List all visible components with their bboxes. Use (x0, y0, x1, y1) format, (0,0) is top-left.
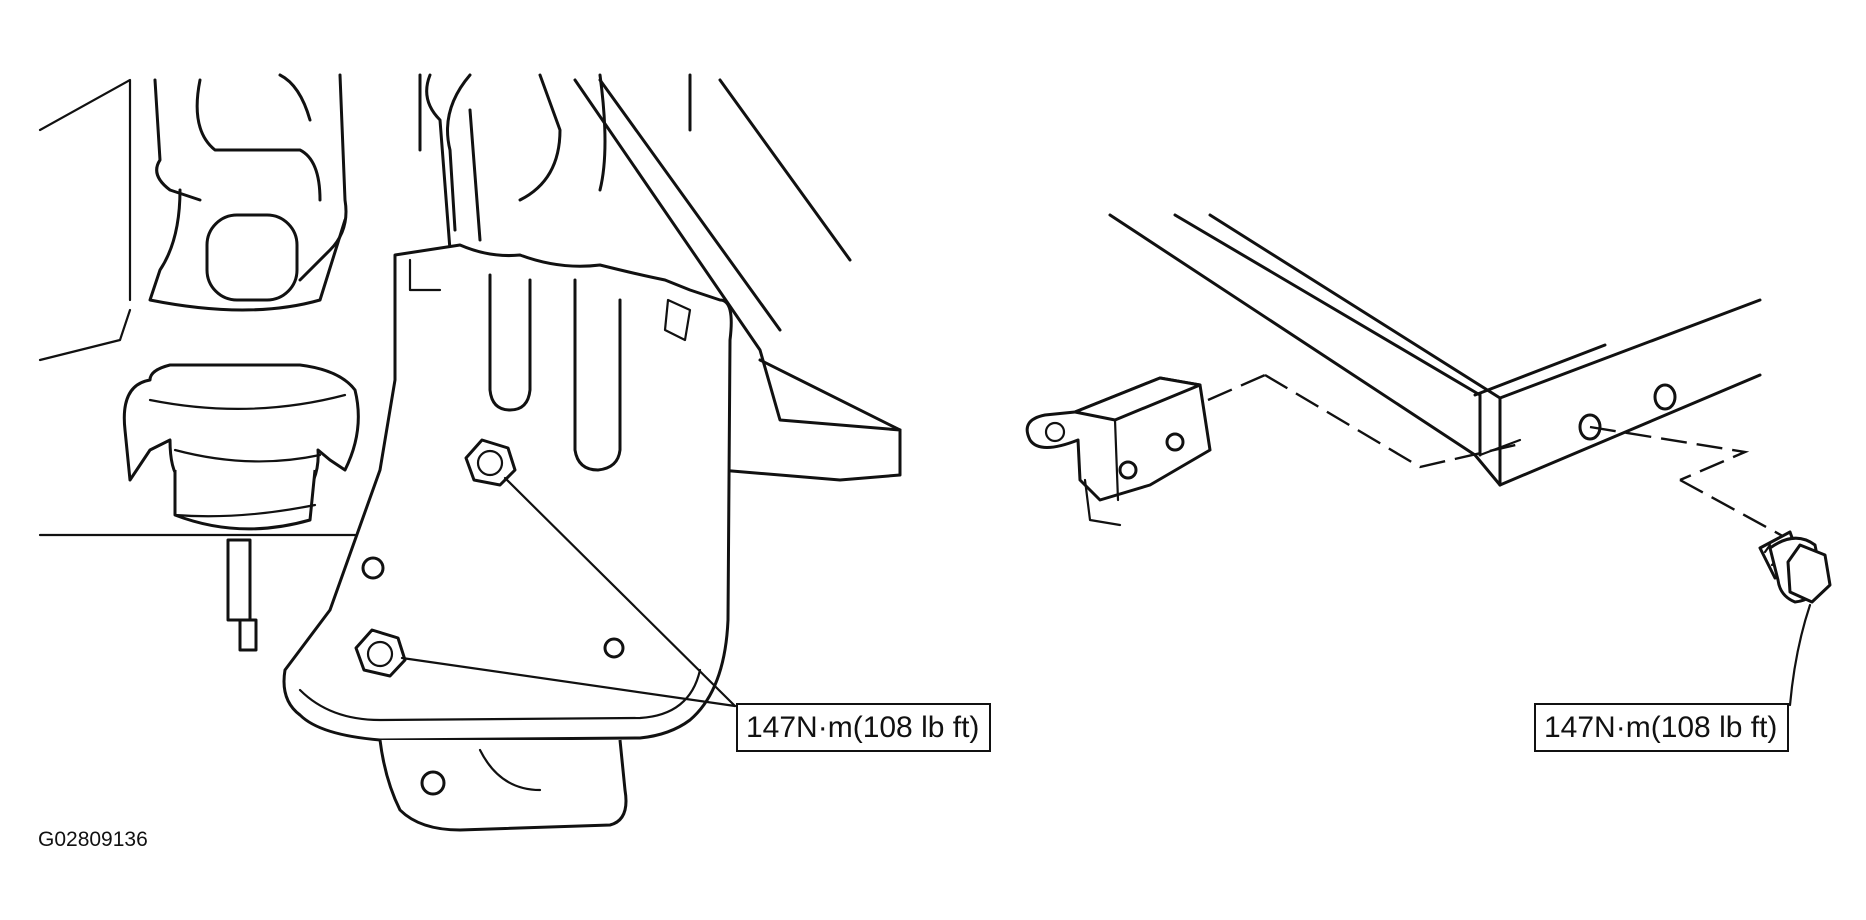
figure-code: G02809136 (38, 828, 148, 851)
engine-mount-illustration (38, 73, 902, 832)
lower-nut-icon (354, 628, 407, 678)
bolt-icon (1758, 530, 1832, 604)
frame-rail-illustration (1025, 213, 1832, 707)
right-torque-callout: 147N·m(108 lb ft) (1534, 703, 1790, 752)
upper-nut-icon (464, 438, 517, 487)
left-torque-callout: 147N·m(108 lb ft) (736, 703, 992, 752)
